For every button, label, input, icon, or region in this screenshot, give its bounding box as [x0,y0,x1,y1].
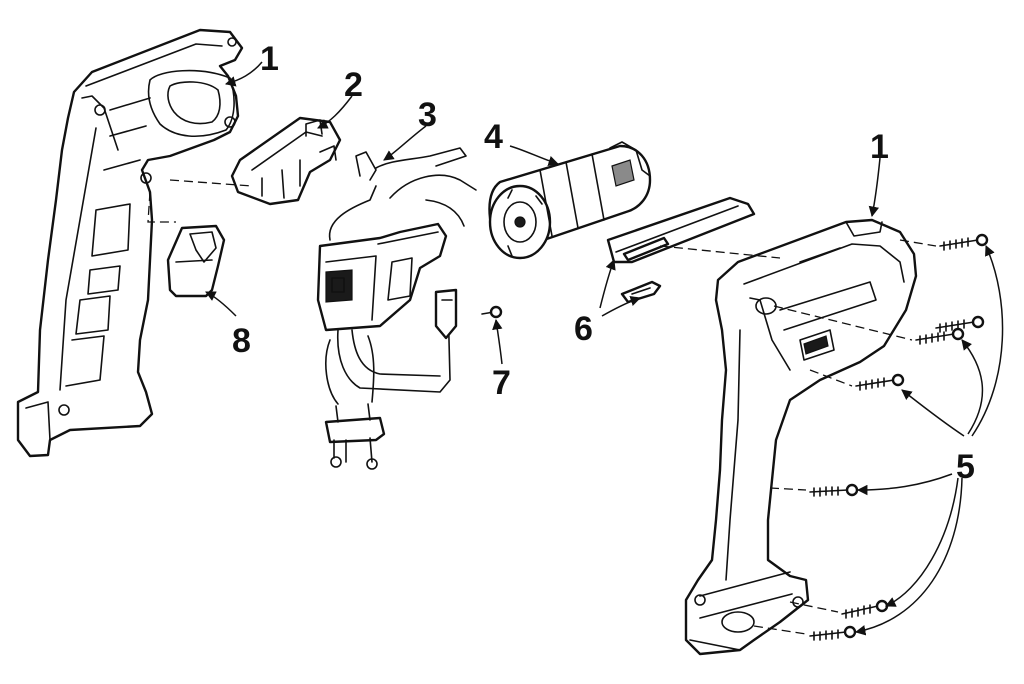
screw-1 [939,233,989,251]
callout-2: 2 [344,66,363,104]
callout-5: 5 [956,448,975,486]
screw-6 [841,599,889,619]
screw-icon [809,233,989,641]
screw-3 [935,315,985,333]
brush-holder-icon [230,116,342,206]
housing-half-left-icon [16,28,244,458]
screw-4 [855,373,905,391]
callout-3: 3 [418,96,437,134]
motor-icon [488,141,652,260]
leader-lines [205,61,1004,636]
callout-7: 7 [492,364,511,402]
screw-5 [809,483,859,497]
callouts: 1 2 3 4 1 6 7 8 5 [232,40,975,486]
callout-4: 4 [484,118,503,156]
callout-1-right: 1 [870,128,889,166]
screw-7 [809,625,857,641]
alignment-lines [147,179,937,635]
trigger-icon [166,224,226,298]
wire-lead-icon [316,147,477,470]
callout-8: 8 [232,322,251,360]
callout-1-left: 1 [260,40,279,78]
callout-6: 6 [574,310,593,348]
housing-half-right-icon [684,218,918,656]
small-screw-icon [481,305,503,319]
screw-2 [915,327,965,345]
